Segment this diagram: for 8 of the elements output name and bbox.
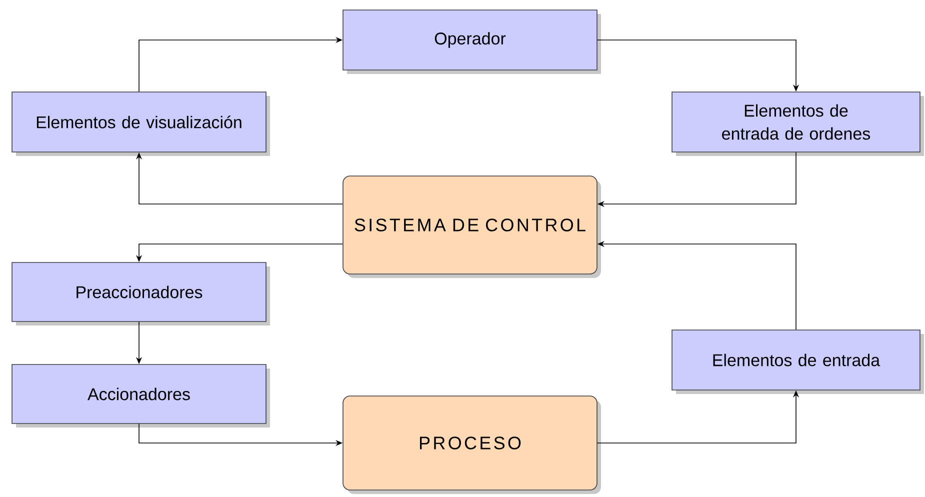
main-block: PROCESO [342, 396, 601, 494]
process-box: Elementos de entrada de ordenes [672, 92, 924, 156]
process-box: Accionadores [12, 364, 270, 428]
process-box: Elementos de entrada [672, 330, 924, 394]
process-box: Operador [342, 10, 601, 74]
process-box: Preaccionadores [12, 262, 270, 326]
process-box: Elementos de visualización [12, 92, 270, 156]
main-block: SISTEMA DE CONTROL [342, 176, 601, 278]
